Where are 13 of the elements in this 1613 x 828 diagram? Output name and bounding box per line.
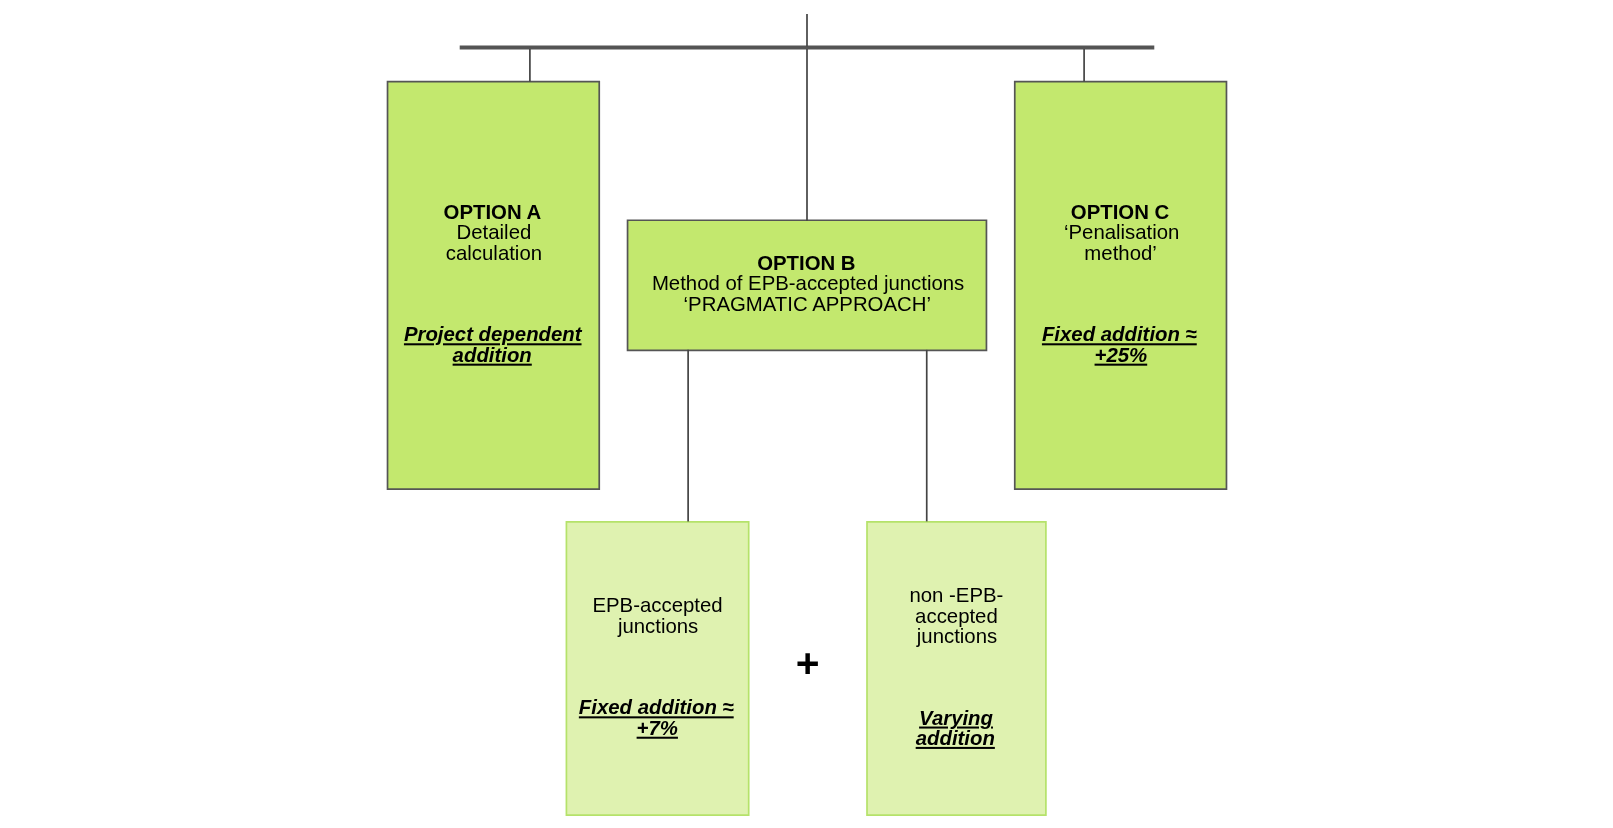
connector [805,13,808,48]
node-box: OPTION A Detailed calculation Project dependent addition [386,80,600,490]
label: + [795,640,819,687]
connector [686,349,689,523]
connector [805,48,808,222]
node-box: OPTION B Method of EPB-accepted junctions ‘PRAGMATIC APPROACH’ [626,219,987,352]
node-box: non -EPB- accepted junctions Varying addition [865,521,1047,817]
connector [528,48,531,83]
connector [925,349,928,523]
node-box: EPB-accepted junctions Fixed addition ≈ +7% [565,521,750,817]
node-box: OPTION C ‘Penalisation method’ Fixed addition ≈ +25% [1013,80,1227,490]
node-bar [459,45,1154,50]
connector [1082,48,1085,83]
